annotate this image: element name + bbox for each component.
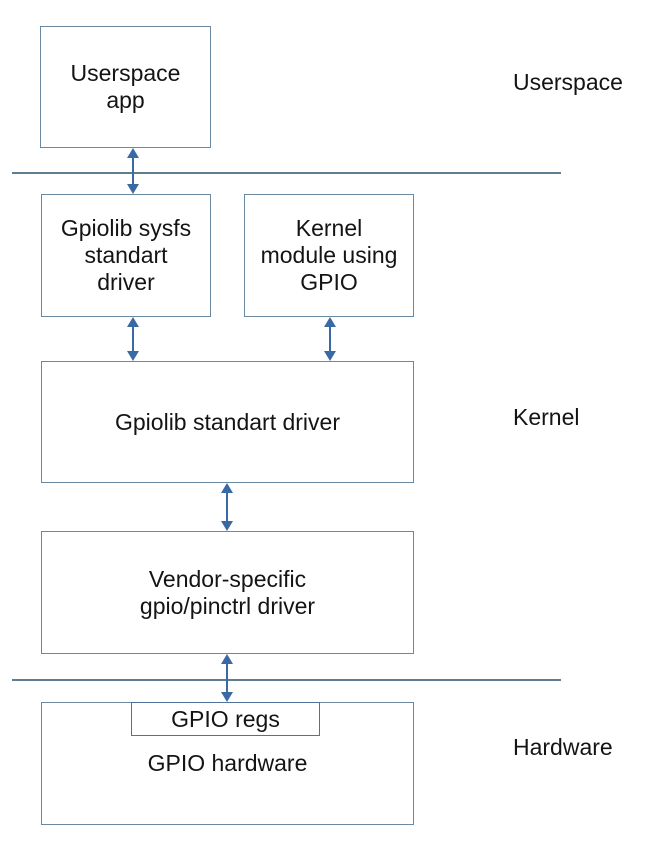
node-gpiolib-standard-driver: Gpiolib standart driver bbox=[41, 361, 414, 483]
arrow-shaft bbox=[132, 324, 134, 354]
layer-label-userspace: Userspace bbox=[513, 69, 623, 95]
node-gpiolib-sysfs-driver-label: Gpiolib sysfs standart driver bbox=[60, 215, 192, 295]
layer-label-kernel: Kernel bbox=[513, 404, 580, 430]
node-gpio-regs-label: GPIO regs bbox=[171, 705, 280, 732]
node-vendor-specific-driver: Vendor-specific gpio/pinctrl driver bbox=[41, 531, 414, 654]
userspace-kernel-divider bbox=[12, 172, 561, 174]
node-userspace-app-label: Userspace app bbox=[70, 60, 181, 113]
arrow-userspace-app-to-gpiolib-sysfs bbox=[127, 148, 139, 194]
arrow-vendor-driver-to-gpio-hardware bbox=[221, 654, 233, 702]
arrow-gpiolib-standard-to-vendor-driver bbox=[221, 483, 233, 531]
arrow-shaft bbox=[132, 155, 134, 187]
node-vendor-specific-driver-label: Vendor-specific gpio/pinctrl driver bbox=[139, 565, 316, 619]
node-gpiolib-sysfs-driver: Gpiolib sysfs standart driver bbox=[41, 194, 211, 317]
node-gpio-regs: GPIO regs bbox=[131, 702, 320, 736]
node-gpio-hardware-label: GPIO hardware bbox=[147, 750, 308, 776]
node-kernel-module-using-gpio-label: Kernel module using GPIO bbox=[260, 215, 398, 295]
arrow-shaft bbox=[329, 324, 331, 354]
layer-label-hardware: Hardware bbox=[513, 734, 613, 760]
arrow-gpiolib-sysfs-to-gpiolib-standard bbox=[127, 317, 139, 361]
kernel-hardware-divider bbox=[12, 679, 561, 681]
node-gpiolib-standard-driver-label: Gpiolib standart driver bbox=[115, 408, 340, 435]
arrow-shaft bbox=[226, 661, 228, 695]
arrow-shaft bbox=[226, 490, 228, 524]
arrow-kernel-module-to-gpiolib-standard bbox=[324, 317, 336, 361]
node-kernel-module-using-gpio: Kernel module using GPIO bbox=[244, 194, 414, 317]
node-userspace-app: Userspace app bbox=[40, 26, 211, 148]
